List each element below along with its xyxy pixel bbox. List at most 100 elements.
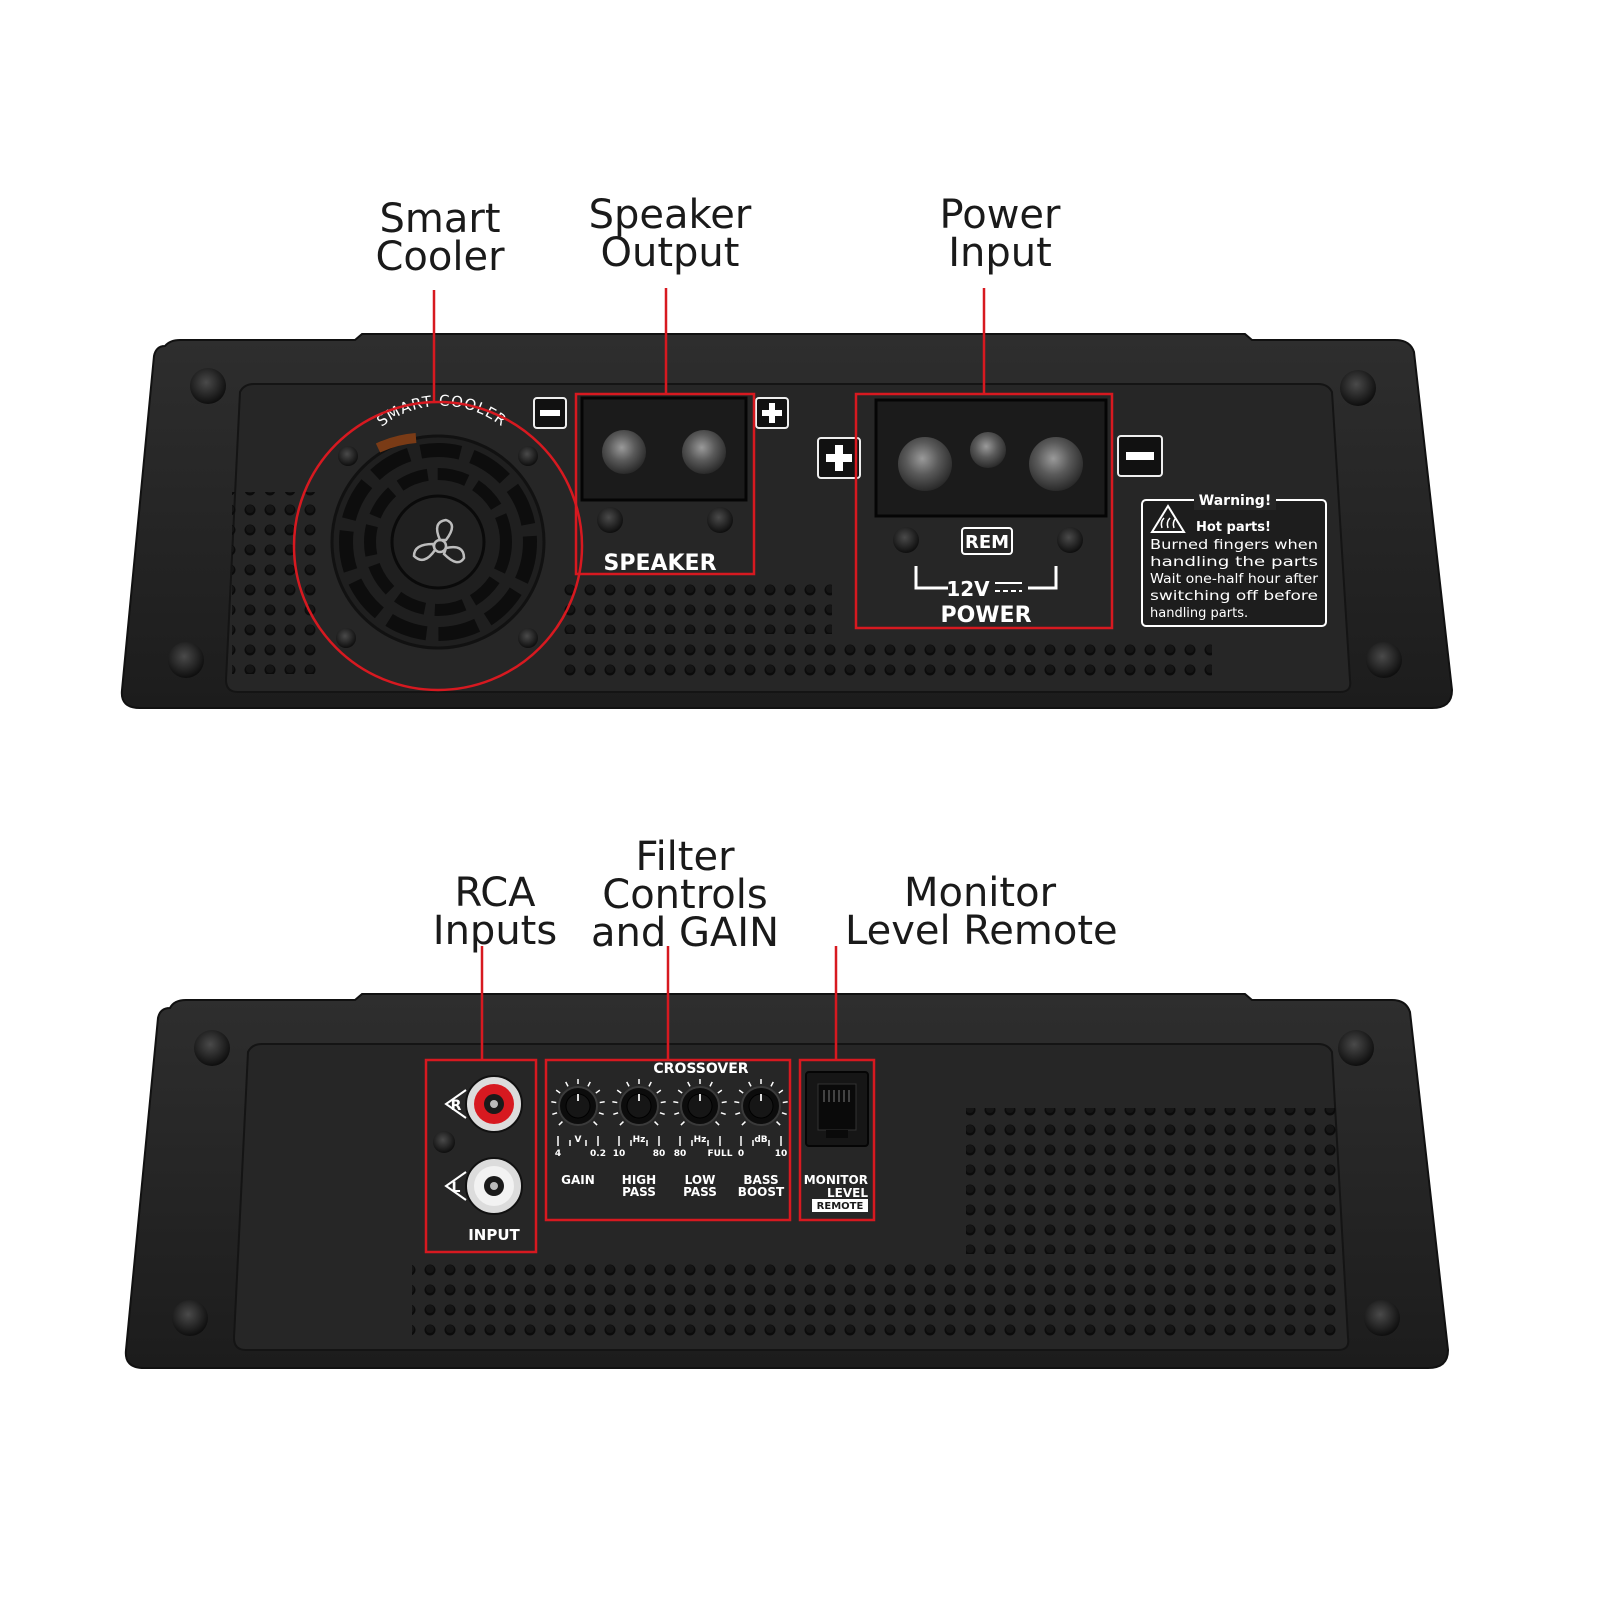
rca-left-label: L	[452, 1180, 461, 1196]
knob-tick	[735, 1112, 741, 1116]
knob-tick	[616, 1089, 622, 1094]
speaker-terminal-screw[interactable]	[682, 430, 726, 474]
rem-terminal-screw[interactable]	[970, 432, 1006, 468]
callout-filter-controls: Filter Controls and GAIN	[590, 834, 780, 956]
warning-heading: Hot parts!	[1196, 520, 1271, 535]
knob-tick	[558, 1121, 563, 1126]
screw-icon	[190, 368, 226, 404]
knob-tick	[721, 1101, 727, 1104]
knob-tick	[720, 1112, 726, 1116]
knob-tick	[734, 1101, 740, 1104]
knob-tick	[717, 1089, 723, 1094]
knob-tick	[741, 1121, 746, 1126]
knob-tick	[709, 1081, 713, 1087]
knob-tick	[778, 1089, 784, 1094]
rca-jack-left[interactable]	[465, 1157, 523, 1215]
knob-tick	[687, 1081, 691, 1087]
knob-tick	[612, 1101, 618, 1104]
knob-scale	[618, 1136, 660, 1146]
knob-label: PASS	[622, 1185, 656, 1199]
screw-icon	[1366, 642, 1402, 678]
knob-tick	[565, 1081, 569, 1087]
warning-title: Warning!	[1199, 493, 1271, 509]
top-panel: SMART COOLER SPEAKER	[120, 288, 1454, 709]
rca-jack-right[interactable]	[465, 1075, 523, 1133]
knob-tick	[748, 1081, 752, 1087]
knob-tick	[680, 1121, 685, 1126]
top-callout-frames	[292, 288, 1114, 692]
knob-tick	[738, 1089, 744, 1094]
callout-rca-inputs: RCA Inputs	[432, 870, 558, 954]
knob-tick	[660, 1101, 666, 1104]
ground-terminal-screw[interactable]	[1029, 437, 1083, 491]
knob-tick	[656, 1089, 662, 1094]
knob-tick	[598, 1112, 604, 1116]
knob-tick	[555, 1089, 561, 1094]
screw-icon	[168, 642, 204, 678]
crossover-title: CROSSOVER	[653, 1061, 748, 1077]
monitor-remote-port[interactable]	[805, 1071, 869, 1147]
callout-power-input: Power Input	[939, 192, 1061, 276]
minus-icon	[533, 397, 567, 429]
plus-icon	[817, 437, 861, 479]
knob-tick	[776, 1121, 781, 1126]
knob-label: BASS	[743, 1173, 778, 1187]
knob-unit: Hz	[633, 1135, 646, 1145]
knob-tick	[619, 1121, 624, 1126]
knob-tick	[781, 1112, 787, 1116]
knob-tick	[659, 1112, 665, 1116]
knob-tick	[613, 1112, 619, 1116]
knob-tick	[782, 1101, 788, 1104]
knob-tick	[654, 1121, 659, 1126]
knob-max: 80	[653, 1149, 666, 1159]
callout-speaker-output: Speaker Output	[588, 192, 752, 276]
screw-icon	[1364, 1300, 1400, 1336]
knob-tick	[677, 1089, 683, 1094]
smart-cooler-fan: SMART COOLER	[330, 392, 546, 650]
screw-icon	[194, 1030, 230, 1066]
rca-inputs: R L INPUT	[433, 1075, 523, 1244]
knob-max: 0.2	[590, 1149, 606, 1159]
speaker-terminal-screw[interactable]	[602, 430, 646, 474]
knob-min: 4	[555, 1149, 561, 1159]
warning-line: handling the parts	[1150, 555, 1318, 570]
screw-icon	[172, 1300, 208, 1336]
knob-tick	[587, 1081, 591, 1087]
rem-label: REM	[965, 532, 1009, 553]
knob-max: 10	[775, 1149, 788, 1159]
speaker-terminal: SPEAKER	[533, 396, 789, 576]
knob-tick	[674, 1112, 680, 1116]
knob-tick	[673, 1101, 679, 1104]
knob-tick	[552, 1112, 558, 1116]
screw-icon	[1340, 370, 1376, 406]
callout-smart-cooler: Smart Cooler	[375, 196, 505, 280]
power-terminal: REM 12V POWER	[817, 398, 1163, 628]
knob-scale	[557, 1136, 599, 1146]
minus-icon	[1117, 435, 1163, 477]
plus-icon	[755, 397, 789, 429]
hot-surface-warning-icon	[1150, 504, 1186, 533]
voltage-label: 12V	[946, 577, 990, 601]
warning-label: Warning! Hot parts! Burned fingers when …	[1141, 490, 1327, 627]
warning-line: Wait one-half hour after	[1150, 572, 1319, 587]
knob-scale	[740, 1136, 782, 1146]
power-label: POWER	[940, 603, 1031, 628]
power-terminal-screw[interactable]	[898, 437, 952, 491]
remote-line1: MONITOR	[804, 1173, 868, 1187]
knob-tick	[599, 1101, 605, 1104]
knob-min: 0	[738, 1149, 744, 1159]
knob-label: GAIN	[561, 1173, 595, 1187]
knob-label: LOW	[685, 1173, 716, 1187]
screw-icon	[1338, 1030, 1374, 1066]
knob-tick	[595, 1089, 601, 1094]
knob-min: 10	[613, 1149, 626, 1159]
rca-input-label: INPUT	[468, 1226, 520, 1244]
knob-label: HIGH	[622, 1173, 656, 1187]
knob-scale	[679, 1136, 721, 1146]
rca-right-label: R	[451, 1098, 462, 1114]
remote-line2: LEVEL	[827, 1186, 868, 1200]
